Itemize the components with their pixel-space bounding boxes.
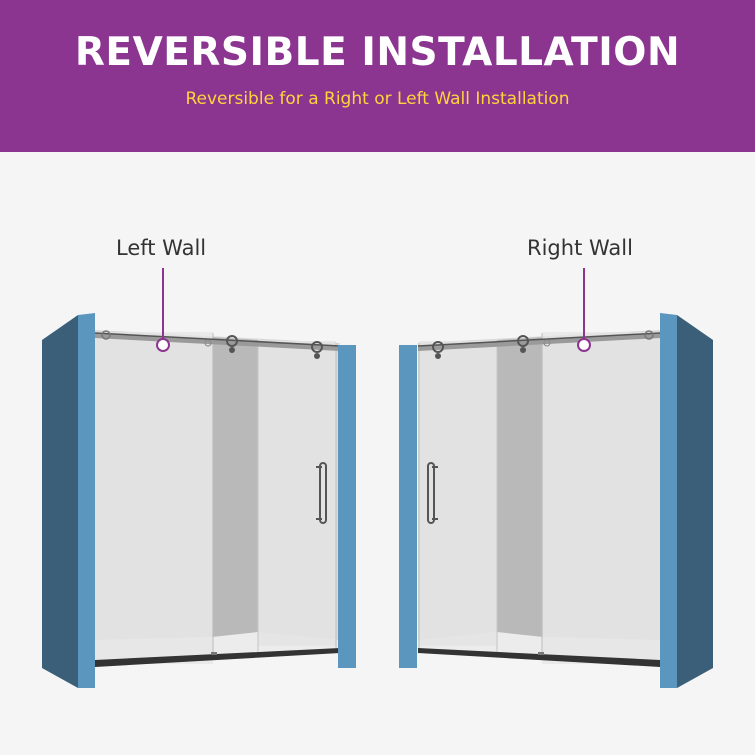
page-subtitle: Reversible for a Right or Left Wall Inst… <box>185 89 570 109</box>
right-wall-callout-dot <box>577 338 591 352</box>
header-banner: REVERSIBLE INSTALLATION Reversible for a… <box>0 0 755 152</box>
left-wall-label: Left Wall <box>116 236 207 260</box>
left-wall-callout-dot <box>156 338 170 352</box>
page-title: REVERSIBLE INSTALLATION <box>74 30 681 75</box>
left-wall-shower-illustration <box>42 313 356 688</box>
right-wall-label: Right Wall <box>527 236 633 260</box>
right-wall-shower-illustration <box>399 313 713 688</box>
